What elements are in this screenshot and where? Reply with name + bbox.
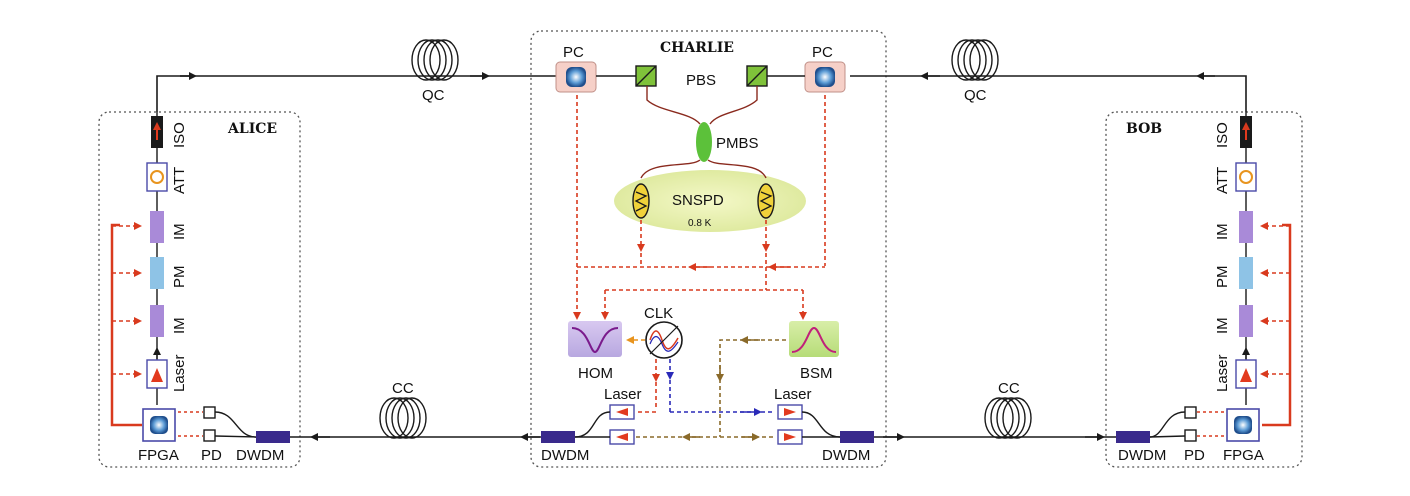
dwdm-label-bob: DWDM xyxy=(1118,447,1166,464)
pmbs-coupler xyxy=(696,122,712,162)
im-label-bob-1: IM xyxy=(1214,223,1231,240)
fpga-label-alice: FPGA xyxy=(138,447,179,464)
pd-label-alice: PD xyxy=(201,447,222,464)
cc-label-bob: CC xyxy=(998,380,1020,397)
im-label-alice-2: IM xyxy=(171,317,188,334)
dwdm-label-alice: DWDM xyxy=(236,447,284,464)
pbs-cube-left xyxy=(635,65,657,87)
intensity-modulator-icon xyxy=(150,305,164,337)
pd-label-bob: PD xyxy=(1184,447,1205,464)
dwdm-icon xyxy=(1116,431,1150,443)
snspd-detector-left xyxy=(632,183,650,219)
phase-modulator-icon xyxy=(1239,257,1253,289)
fiber-spool-icon xyxy=(951,39,999,81)
pm-label-alice: PM xyxy=(171,266,188,289)
classical-channel-alice: CC xyxy=(290,380,545,441)
dwdm-icon xyxy=(840,431,874,443)
dwdm-label-charlie-right: DWDM xyxy=(822,447,870,464)
im-label-alice-1: IM xyxy=(171,223,188,240)
laser-label-charlie-left: Laser xyxy=(604,386,642,403)
photodiode-icon xyxy=(203,429,216,442)
iso-label-bob: ISO xyxy=(1214,122,1231,148)
photodiode-icon xyxy=(203,406,216,419)
hom-module xyxy=(568,321,622,357)
att-label-alice: ATT xyxy=(171,167,188,194)
fpga-label-bob: FPGA xyxy=(1223,447,1264,464)
snspd-detector-right xyxy=(757,183,775,219)
bsm-label: BSM xyxy=(800,365,833,382)
fiber-spool-icon xyxy=(411,39,459,81)
charlie-box xyxy=(530,30,887,468)
alice-box xyxy=(98,111,301,468)
laser-label-alice: Laser xyxy=(171,354,188,392)
att-label-bob: ATT xyxy=(1214,167,1231,194)
charlie-laser-left xyxy=(609,404,635,445)
pc-label-left: PC xyxy=(563,44,584,61)
snspd-temperature: 0.8 K xyxy=(688,218,712,229)
pmbs-label: PMBS xyxy=(716,135,759,152)
fiber-spool-icon xyxy=(984,397,1032,439)
cc-label-alice: CC xyxy=(392,380,414,397)
iso-label-alice: ISO xyxy=(171,122,188,148)
photodiode-icon xyxy=(1184,406,1197,419)
photodiode-icon xyxy=(1184,429,1197,442)
classical-channel-bob: CC xyxy=(873,380,1120,441)
charlie-measurement-station: PC PC PBS PMBS xyxy=(541,44,874,464)
pbs-label: PBS xyxy=(686,72,716,89)
pc-label-right: PC xyxy=(812,44,833,61)
pm-label-bob: PM xyxy=(1214,266,1231,289)
snspd-cryostat xyxy=(614,170,806,232)
clk-label: CLK xyxy=(644,305,673,322)
alice-title: ALICE xyxy=(227,121,277,137)
charlie-laser-right xyxy=(777,404,803,445)
fiber-spool-icon xyxy=(379,397,427,439)
qc-label-alice: QC xyxy=(422,87,445,104)
bob-transmitter: ISO ATT IM PM IM Laser FPGA PD DWDM xyxy=(1116,112,1292,464)
bob-box xyxy=(1105,111,1303,468)
dwdm-icon xyxy=(541,431,575,443)
dwdm-icon xyxy=(256,431,290,443)
qc-label-bob: QC xyxy=(964,87,987,104)
snspd-label: SNSPD xyxy=(672,192,724,209)
intensity-modulator-icon xyxy=(1239,211,1253,243)
clock-icon xyxy=(645,321,683,359)
im-label-bob-2: IM xyxy=(1214,317,1231,334)
charlie-title: CHARLIE xyxy=(660,40,734,56)
hom-label: HOM xyxy=(578,365,613,382)
phase-modulator-icon xyxy=(150,257,164,289)
laser-label-bob: Laser xyxy=(1214,354,1231,392)
attenuator-icon xyxy=(146,162,168,192)
alice-transmitter: ISO ATT IM PM IM Laser FPGA PD DWDM xyxy=(110,112,290,464)
dwdm-label-charlie-left: DWDM xyxy=(541,447,589,464)
bob-title: BOB xyxy=(1126,121,1162,137)
laser-label-charlie-right: Laser xyxy=(774,386,812,403)
intensity-modulator-icon xyxy=(150,211,164,243)
attenuator-icon xyxy=(1235,162,1257,192)
intensity-modulator-icon xyxy=(1239,305,1253,337)
pbs-cube-right xyxy=(746,65,768,87)
quantum-channel-bob: QC xyxy=(850,39,1247,112)
fpga-icon xyxy=(1226,408,1260,442)
quantum-channel-alice: QC xyxy=(156,39,560,112)
